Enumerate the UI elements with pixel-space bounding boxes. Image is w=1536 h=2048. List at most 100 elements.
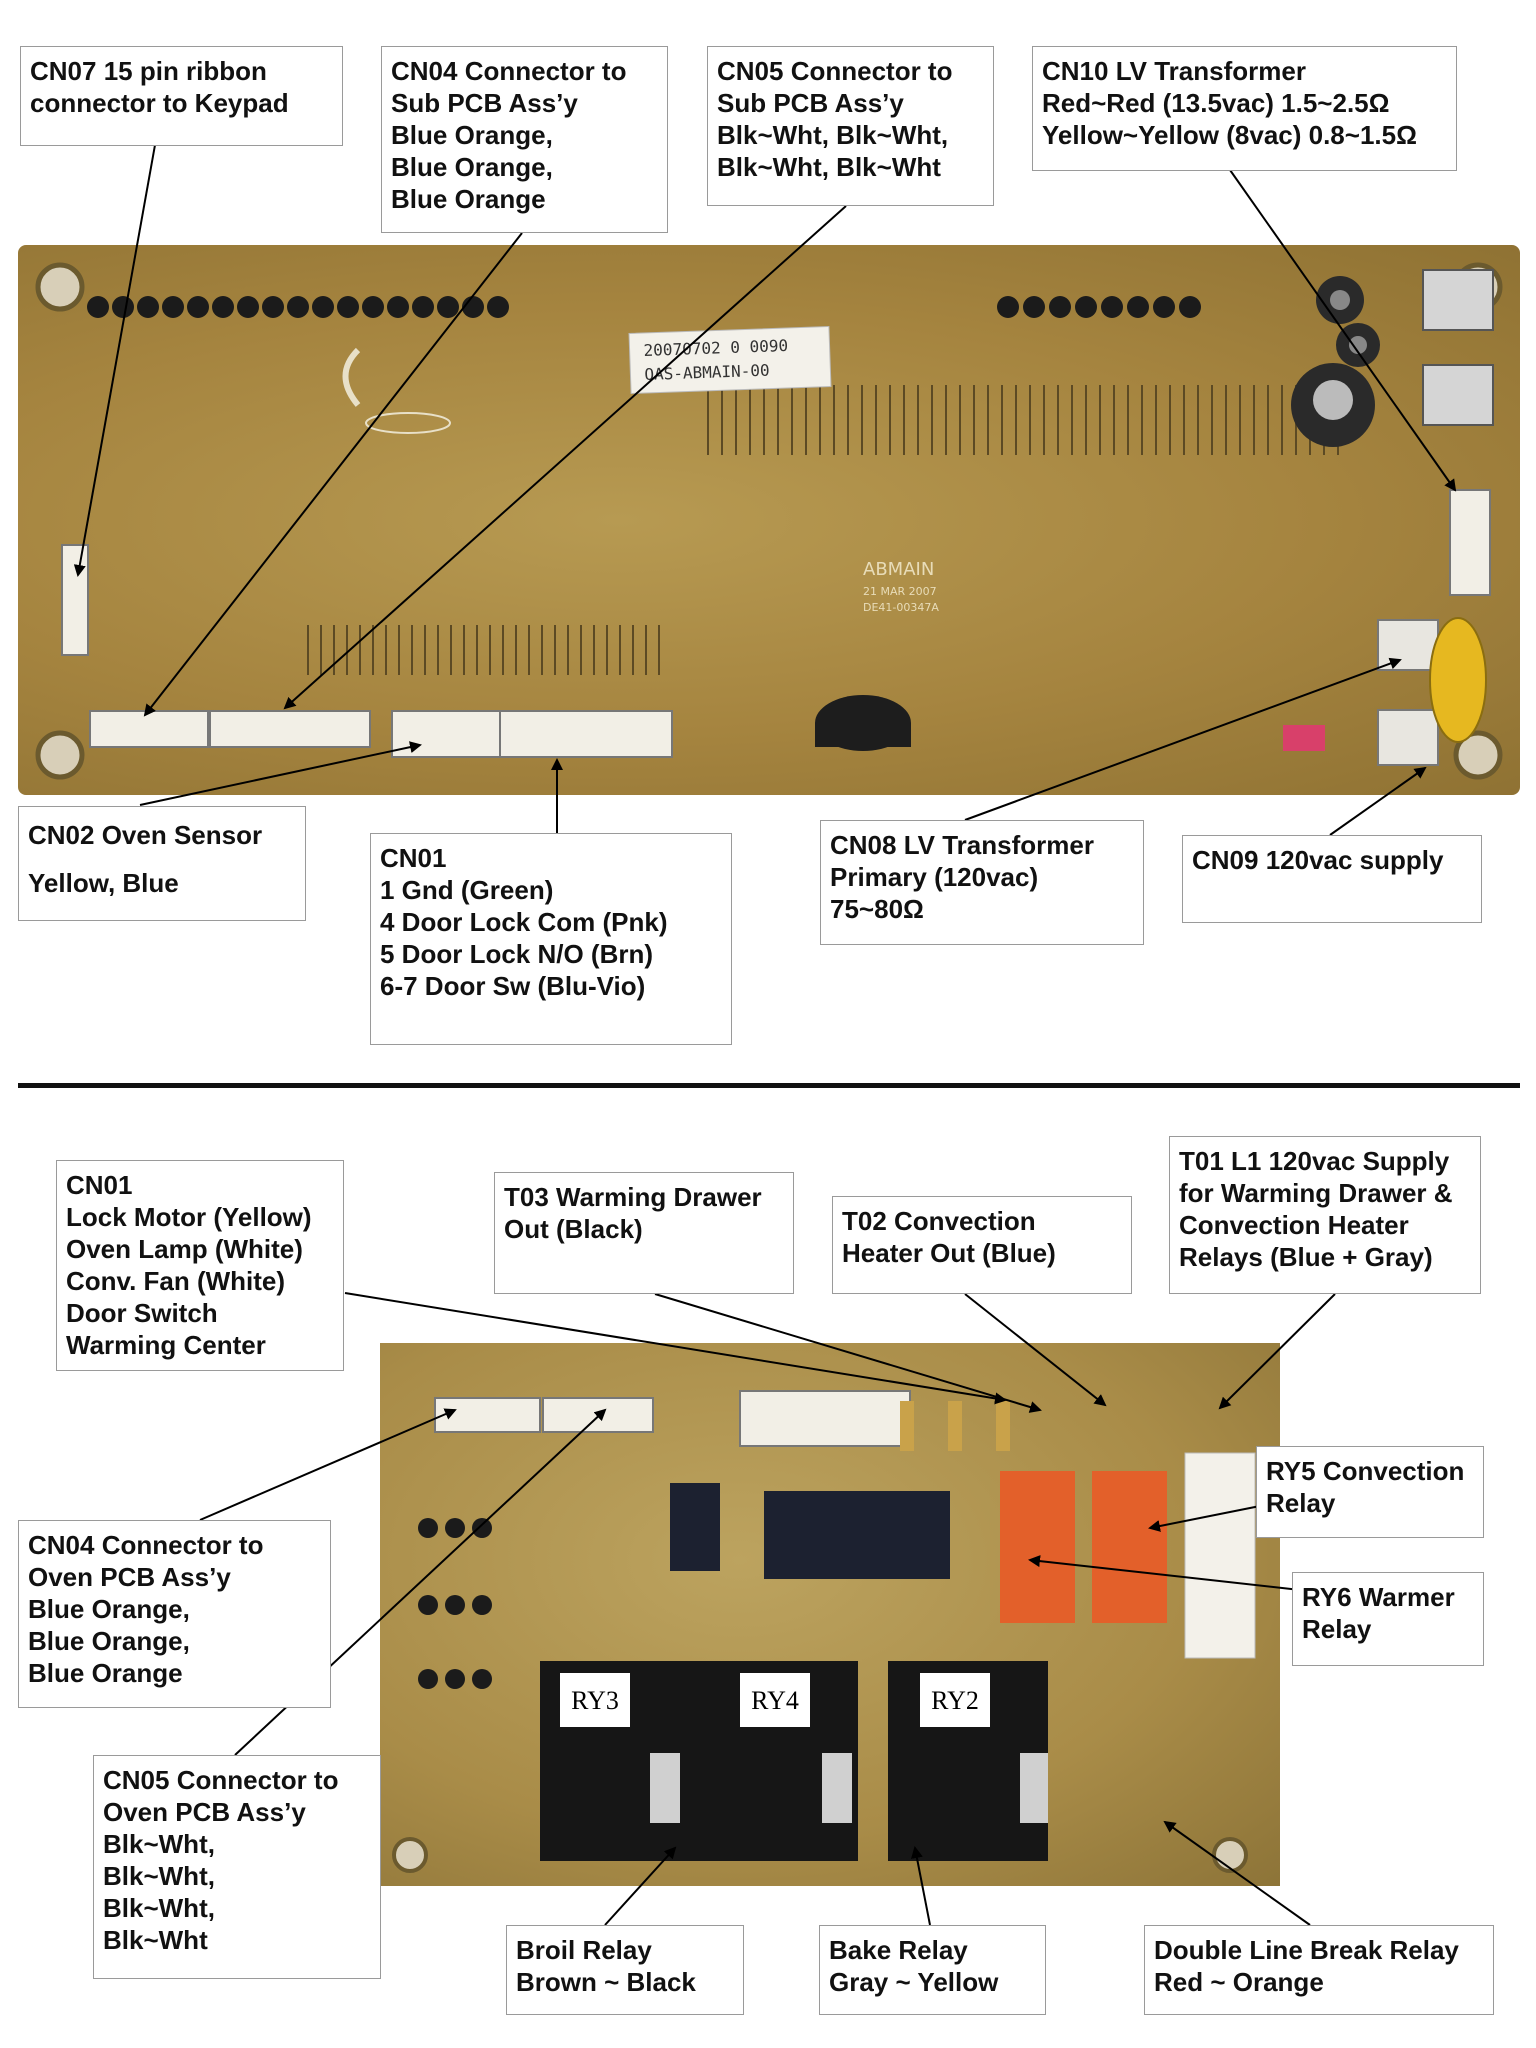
callout-line: CN01 — [66, 1170, 133, 1200]
callout-line: CN10 LV Transformer — [1042, 56, 1306, 86]
callout-line: T01 L1 120vac Supply — [1179, 1146, 1450, 1176]
callout-line: Yellow~Yellow (8vac) 0.8~1.5Ω — [1042, 120, 1417, 150]
transistor — [87, 296, 109, 318]
callout-line: T03 Warming Drawer — [504, 1182, 762, 1212]
callout-line: Yellow, Blue — [28, 868, 179, 898]
callout-line: Conv. Fan (White) — [66, 1266, 286, 1296]
transistor — [362, 296, 384, 318]
relay-ry4-label: RY4 — [751, 1686, 799, 1715]
transistor — [487, 296, 509, 318]
transistor — [1049, 296, 1071, 318]
callout-bake-relay: Bake Relay Gray ~ Yellow — [819, 1925, 1046, 2015]
callout-cn02-oven-sensor: CN02 Oven Sensor Yellow, Blue — [18, 806, 306, 921]
callout-ry5-convection-relay: RY5 Convection Relay — [1256, 1446, 1484, 1538]
callout-line: CN04 Connector to — [391, 56, 627, 86]
transistor — [162, 296, 184, 318]
callout-line: Relay — [1266, 1488, 1336, 1518]
callout-line: Red~Red (13.5vac) 1.5~2.5Ω — [1042, 88, 1390, 118]
callout-line: CN07 15 pin ribbon — [30, 56, 267, 86]
callout-cn10-lv-transformer: CN10 LV Transformer Red~Red (13.5vac) 1.… — [1032, 46, 1457, 171]
section-divider — [18, 1083, 1520, 1088]
transistor — [1023, 296, 1045, 318]
transistor — [187, 296, 209, 318]
callout-line: 5 Door Lock N/O (Brn) — [380, 939, 654, 969]
callout-sub-cn04: CN04 Connector to Oven PCB Ass’y Blue Or… — [18, 1520, 331, 1708]
callout-line: Convection Heater — [1179, 1210, 1409, 1240]
callout-line: Sub PCB Ass’y — [391, 88, 578, 118]
callout-line: Relay — [1302, 1614, 1372, 1644]
transistor — [1075, 296, 1097, 318]
callout-line: Blk~Wht — [103, 1925, 208, 1955]
callout-line: Blk~Wht, Blk~Wht — [717, 152, 941, 182]
callout-double-line-break-relay: Double Line Break Relay Red ~ Orange — [1144, 1925, 1494, 2015]
callout-line: Blk~Wht, — [103, 1829, 215, 1859]
callout-line: Warming Center — [66, 1330, 266, 1360]
callout-cn05-sub-pcb: CN05 Connector to Sub PCB Ass’y Blk~Wht,… — [707, 46, 994, 206]
callout-cn01-door: CN01 1 Gnd (Green) 4 Door Lock Com (Pnk)… — [370, 833, 732, 1045]
callout-line: Blk~Wht, — [103, 1861, 215, 1891]
callout-line: CN04 Connector to — [28, 1530, 264, 1560]
callout-line: 4 Door Lock Com (Pnk) — [380, 907, 668, 937]
callout-line: Blk~Wht, — [103, 1893, 215, 1923]
transistor — [1153, 296, 1175, 318]
transistor — [337, 296, 359, 318]
callout-t03-warming-drawer: T03 Warming Drawer Out (Black) — [494, 1172, 794, 1294]
relay-ry3-label: RY3 — [571, 1686, 619, 1715]
callout-line: Sub PCB Ass’y — [717, 88, 904, 118]
callout-line: Blue Orange — [391, 184, 546, 214]
callout-line: T02 Convection — [842, 1206, 1036, 1236]
callout-line: Red ~ Orange — [1154, 1967, 1324, 1997]
transistor — [387, 296, 409, 318]
callout-line: Door Switch — [66, 1298, 218, 1328]
callout-line: Blk~Wht, Blk~Wht, — [717, 120, 949, 150]
callout-line: 6-7 Door Sw (Blu-Vio) — [380, 971, 646, 1001]
callout-line: Primary (120vac) — [830, 862, 1039, 892]
transistor — [1101, 296, 1123, 318]
transistor — [237, 296, 259, 318]
callout-t02-convection-heater: T02 Convection Heater Out (Blue) — [832, 1196, 1132, 1294]
callout-line: Out (Black) — [504, 1214, 643, 1244]
transistor — [437, 296, 459, 318]
transistor — [212, 296, 234, 318]
transistor — [1127, 296, 1149, 318]
callout-cn07-keypad: CN07 15 pin ribbon connector to Keypad — [20, 46, 343, 146]
callout-line: Brown ~ Black — [516, 1967, 696, 1997]
oven-main-pcb-photo: 20070702 0 0090 OAS-ABMAIN-00 ABMAIN 21 … — [18, 245, 1520, 795]
callout-cn09-supply: CN09 120vac supply — [1182, 835, 1482, 923]
callout-line: Oven PCB Ass’y — [28, 1562, 231, 1592]
callout-line: RY5 Convection — [1266, 1456, 1465, 1486]
silkscreen-abmain: ABMAIN — [863, 559, 934, 580]
callout-line: CN05 Connector to — [717, 56, 953, 86]
callout-line: Blue Orange, — [28, 1594, 190, 1624]
callout-line: Double Line Break Relay — [1154, 1935, 1459, 1965]
callout-line: Bake Relay — [829, 1935, 968, 1965]
relay-ry2-label: RY2 — [931, 1686, 979, 1715]
callout-cn08-lv-primary: CN08 LV Transformer Primary (120vac) 75~… — [820, 820, 1144, 945]
callout-line: Lock Motor (Yellow) — [66, 1202, 312, 1232]
transistor — [462, 296, 484, 318]
callout-line: Blue Orange, — [28, 1626, 190, 1656]
callout-line: Blue Orange, — [391, 120, 553, 150]
callout-t01-l1-supply: T01 L1 120vac Supply for Warming Drawer … — [1169, 1136, 1481, 1294]
transistor — [262, 296, 284, 318]
callout-line: Gray ~ Yellow — [829, 1967, 999, 1997]
callout-line: Heater Out (Blue) — [842, 1238, 1056, 1268]
silkscreen-part: DE41-00347A — [863, 601, 939, 614]
callout-cn04-sub-pcb: CN04 Connector to Sub PCB Ass’y Blue Ora… — [381, 46, 668, 233]
callout-line: Blue Orange, — [391, 152, 553, 182]
callout-line: Oven PCB Ass’y — [103, 1797, 306, 1827]
callout-line: Relays (Blue + Gray) — [1179, 1242, 1433, 1272]
callout-line: connector to Keypad — [30, 88, 289, 118]
callout-line: CN01 — [380, 843, 447, 873]
transistor — [412, 296, 434, 318]
callout-line: Oven Lamp (White) — [66, 1234, 303, 1264]
callout-sub-cn05: CN05 Connector to Oven PCB Ass’y Blk~Wht… — [93, 1755, 381, 1979]
callout-line: CN02 Oven Sensor — [28, 820, 263, 850]
transistor — [287, 296, 309, 318]
callout-sub-cn01: CN01 Lock Motor (Yellow) Oven Lamp (Whit… — [56, 1160, 344, 1371]
callout-line: RY6 Warmer — [1302, 1582, 1455, 1612]
transistor — [137, 296, 159, 318]
callout-line: CN05 Connector to — [103, 1765, 339, 1795]
callout-broil-relay: Broil Relay Brown ~ Black — [506, 1925, 744, 2015]
callout-line: for Warming Drawer & — [1179, 1178, 1453, 1208]
